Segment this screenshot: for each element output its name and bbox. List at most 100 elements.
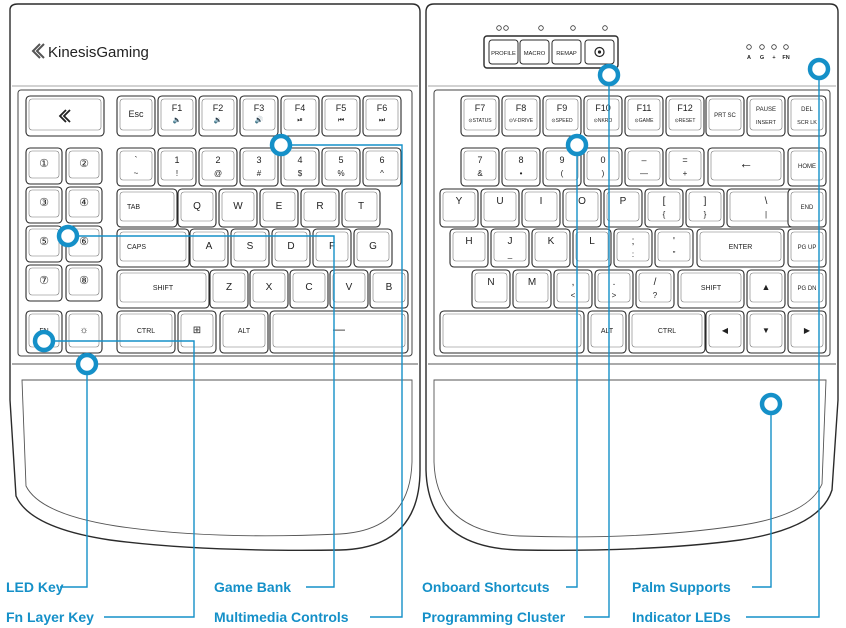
number-key-3[interactable]: 0): [583, 147, 623, 187]
led-key[interactable]: ☼: [65, 310, 103, 354]
game-bank-key-4[interactable]: ④: [65, 186, 103, 224]
letter-key-y-row-1[interactable]: U: [480, 188, 520, 228]
letter-key-h-row-2[interactable]: K: [531, 228, 571, 268]
kinesis-menu-key[interactable]: [25, 95, 105, 137]
letter-key-h-row-3[interactable]: L: [572, 228, 612, 268]
letter-key-y-row-2[interactable]: I: [521, 188, 561, 228]
letter-key-v[interactable]: V: [329, 269, 369, 309]
right-alt-key[interactable]: ALT: [587, 310, 627, 354]
windows-key[interactable]: ⊞: [177, 310, 217, 354]
left-shift-key[interactable]: SHIFT: [116, 269, 210, 309]
left-space-key[interactable]: —: [269, 310, 409, 354]
number-key-2[interactable]: 2@: [198, 147, 238, 187]
letter-key-n-row-4[interactable]: /?: [635, 269, 675, 309]
letter-key-w[interactable]: W: [218, 188, 258, 228]
left-alt-key[interactable]: ALT: [219, 310, 269, 354]
game-bank-key-1[interactable]: ①: [25, 147, 63, 185]
end-key[interactable]: END: [787, 188, 827, 228]
letter-key-n-row-0[interactable]: N: [471, 269, 511, 309]
fkey-f3[interactable]: F3🔊: [239, 95, 279, 137]
fkey-f8[interactable]: F8⊙V-DRIVE: [501, 95, 541, 137]
arrow-up-key[interactable]: ▲: [746, 269, 786, 309]
fkey-f9[interactable]: F9⊙SPEED: [542, 95, 582, 137]
letter-key-r[interactable]: R: [300, 188, 340, 228]
number-key-4[interactable]: 4$: [280, 147, 320, 187]
arrow-down-key[interactable]: ▼: [746, 310, 786, 354]
fkey-f4[interactable]: F4⏯: [280, 95, 320, 137]
letter-key-h-row-1[interactable]: J_: [490, 228, 530, 268]
left-ctrl-key[interactable]: CTRL: [116, 310, 176, 354]
tab-key[interactable]: TAB: [116, 188, 178, 228]
caps-lock-key[interactable]: CAPS: [116, 228, 190, 268]
fkey-f5[interactable]: F5⏮: [321, 95, 361, 137]
letter-key-t[interactable]: T: [341, 188, 381, 228]
letter-key-b[interactable]: B: [369, 269, 409, 309]
page-up-key[interactable]: PG UP: [787, 228, 827, 268]
letter-key-g[interactable]: G: [353, 228, 393, 268]
number-key-1[interactable]: 8•: [501, 147, 541, 187]
letter-key-n-row-2[interactable]: ,<: [553, 269, 593, 309]
letter-key-y-row-6[interactable]: ]}: [685, 188, 725, 228]
esc-key[interactable]: Esc: [116, 95, 156, 137]
letter-key-a[interactable]: A: [189, 228, 229, 268]
page-down-key[interactable]: PG DN: [787, 269, 827, 309]
letter-key-s[interactable]: S: [230, 228, 270, 268]
letter-key-y-row-3[interactable]: O: [562, 188, 602, 228]
fkey-f11[interactable]: F11⊙GAME: [624, 95, 664, 137]
letter-key-d[interactable]: D: [271, 228, 311, 268]
home-key[interactable]: HOME: [787, 147, 827, 187]
fkey-f6[interactable]: F6⏭: [362, 95, 402, 137]
number-key-5[interactable]: =+: [665, 147, 705, 187]
fkey-f5-label: F5: [336, 103, 347, 113]
number-key-3[interactable]: 3#: [239, 147, 279, 187]
settings-button[interactable]: [584, 39, 615, 65]
letter-key-y-row-5[interactable]: [{: [644, 188, 684, 228]
game-bank-key-3[interactable]: ③: [25, 186, 63, 224]
letter-key-x[interactable]: X: [249, 269, 289, 309]
arrow-left-key[interactable]: ◀: [705, 310, 745, 354]
right-ctrl-key[interactable]: CTRL: [628, 310, 706, 354]
fkey-f10[interactable]: F10⊙NKRO: [583, 95, 623, 137]
backspace-key[interactable]: ←: [707, 147, 785, 187]
letter-key-f[interactable]: F: [312, 228, 352, 268]
remap-button[interactable]: REMAP: [551, 39, 582, 65]
number-key-0[interactable]: 7&: [460, 147, 500, 187]
fkey-f12[interactable]: F12⊙RESET: [665, 95, 705, 137]
letter-key-h-row-4[interactable]: ;:: [613, 228, 653, 268]
fkey-f1[interactable]: F1🔈: [157, 95, 197, 137]
right-space-key[interactable]: [439, 310, 585, 354]
letter-key-n-row-1[interactable]: M: [512, 269, 552, 309]
number-key-1[interactable]: 1!: [157, 147, 197, 187]
macro-button[interactable]: MACRO: [519, 39, 550, 65]
game-bank-key-2[interactable]: ②: [65, 147, 103, 185]
arrow-right-key[interactable]: ▶: [787, 310, 827, 354]
fkey-f2[interactable]: F2🔉: [198, 95, 238, 137]
number-key-5[interactable]: 5%: [321, 147, 361, 187]
game-bank-key-8[interactable]: ⑧: [65, 264, 103, 302]
profile-button[interactable]: PROFILE: [488, 39, 519, 65]
number-key-backtick[interactable]: `~: [116, 147, 156, 187]
letter-key-y-row-4[interactable]: P: [603, 188, 643, 228]
game-bank-key-7[interactable]: ⑦: [25, 264, 63, 302]
letter-key-z[interactable]: Z: [209, 269, 249, 309]
number-key-2[interactable]: 9(: [542, 147, 582, 187]
letter-key-n-row-3[interactable]: .>: [594, 269, 634, 309]
number-key-6[interactable]: 6^: [362, 147, 402, 187]
enter-key[interactable]: ENTER: [696, 228, 785, 268]
letter-key-y-row-7[interactable]: \|: [726, 188, 806, 228]
indicator-led: [746, 44, 752, 50]
fkey-f7[interactable]: F7⊙STATUS: [460, 95, 500, 137]
right-shift-key[interactable]: SHIFT: [677, 269, 745, 309]
number-key-4[interactable]: –—: [624, 147, 664, 187]
letter-key-q[interactable]: Q: [177, 188, 217, 228]
letter-key-h-row-5[interactable]: '": [654, 228, 694, 268]
letter-key-y-row-0[interactable]: Y: [439, 188, 479, 228]
game-bank-key-5[interactable]: ⑤: [25, 225, 63, 263]
letter-key-h-row-0[interactable]: H: [449, 228, 489, 268]
print-screen-key[interactable]: PRT SC: [705, 95, 745, 137]
kinesis-chevron-icon: [31, 43, 45, 59]
letter-key-e[interactable]: E: [259, 188, 299, 228]
letter-key-c[interactable]: C: [289, 269, 329, 309]
